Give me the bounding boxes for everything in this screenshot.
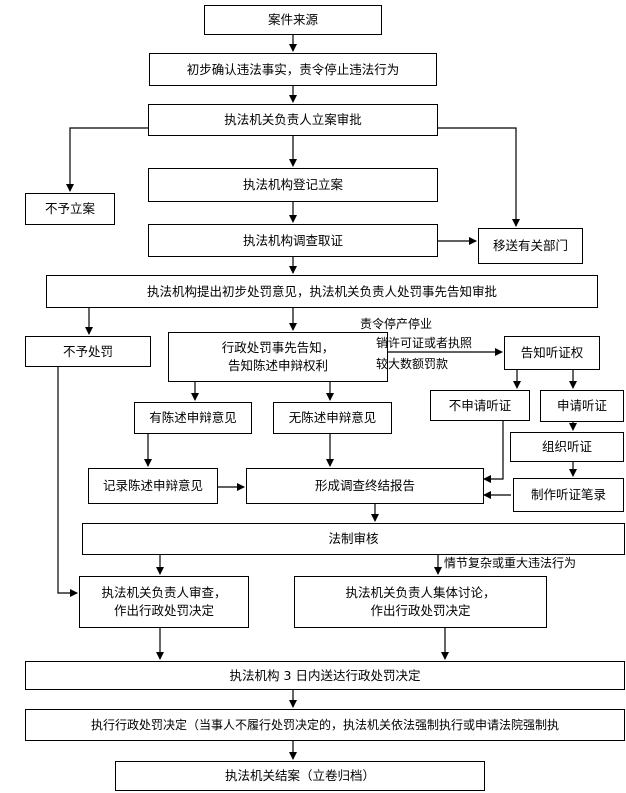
node-organize-hearing: 组织听证 bbox=[510, 432, 624, 462]
node-hearing-transcript: 制作听证笔录 bbox=[513, 478, 624, 512]
node-label: 初步确认违法事实，责令停止违法行为 bbox=[186, 61, 400, 77]
arrow-approve-to-transfer bbox=[438, 127, 520, 227]
node-no-filing: 不予立案 bbox=[25, 193, 115, 225]
node-label: 告知听证权 bbox=[520, 345, 584, 360]
node-confirm: 初步确认违法事实，责令停止违法行为 bbox=[149, 53, 437, 86]
arrow-no-penalty-to-head-review bbox=[57, 367, 78, 597]
note-complex: 情节复杂或重大违法行为 bbox=[444, 556, 577, 570]
node-no-hearing: 不申请听证 bbox=[430, 390, 530, 421]
arrow-no-hearing-to-report bbox=[483, 421, 504, 483]
node-label: 不予处罚 bbox=[62, 343, 113, 359]
node-label: 执法机构调查取证 bbox=[242, 232, 343, 248]
node-label: 无陈述申辩意见 bbox=[288, 410, 377, 425]
node-investigate: 执法机构调查取证 bbox=[148, 224, 438, 257]
node-close: 执法机关结案（立卷归档） bbox=[115, 761, 485, 791]
node-label: 不申请听证 bbox=[448, 397, 512, 413]
node-label: 制作听证笔录 bbox=[530, 487, 606, 502]
node-label: 记录陈述申辩意见 bbox=[102, 478, 203, 493]
node-label: 执法机构提出初步处罚意见，执法机关负责人处罚事先告知审批 bbox=[146, 283, 497, 299]
node-label: 案件来源 bbox=[267, 12, 318, 27]
node-label: 执法机关负责人审查， 作出行政处罚决定 bbox=[101, 585, 227, 618]
node-label: 执法机构登记立案 bbox=[242, 177, 343, 192]
node-label: 申请听证 bbox=[556, 398, 607, 413]
node-deliver: 执法机构 3 日内送达行政处罚决定 bbox=[25, 661, 625, 690]
node-label: 有陈述申辩意见 bbox=[149, 410, 237, 425]
node-transfer: 移送有关部门 bbox=[478, 228, 583, 264]
arrow-approve-to-no-filing bbox=[66, 127, 148, 192]
node-label: 法制审核 bbox=[328, 531, 379, 546]
node-label: 执法机构 3 日内送达行政处罚决定 bbox=[229, 667, 421, 683]
node-propose: 执法机构提出初步处罚意见，执法机关负责人处罚事先告知审批 bbox=[46, 275, 598, 308]
node-legal-review: 法制审核 bbox=[82, 523, 625, 555]
node-no-statement: 无陈述申辩意见 bbox=[273, 402, 392, 434]
node-label: 形成调查终结报告 bbox=[314, 478, 415, 493]
node-execute: 执行行政处罚决定（当事人不履行处罚决定的，执法机关依法强制执行或申请法院强制执 bbox=[25, 709, 625, 741]
node-apply-hearing: 申请听证 bbox=[540, 390, 624, 422]
node-label: 执法机关结案（立卷归档） bbox=[224, 768, 375, 783]
note-suspend: 责令停产停业 bbox=[360, 317, 433, 331]
node-label: 组织听证 bbox=[541, 439, 592, 454]
node-collective: 执法机关负责人集体讨论， 作出行政处罚决定 bbox=[294, 576, 547, 628]
node-head-review: 执法机关负责人审查， 作出行政处罚决定 bbox=[79, 576, 249, 628]
node-hearing-right: 告知听证权 bbox=[504, 336, 600, 370]
note-large-fine: 较大数额罚款 bbox=[376, 357, 449, 371]
node-label: 行政处罚事先告知， 告知陈述申辩权利 bbox=[221, 340, 335, 373]
node-case-source: 案件来源 bbox=[204, 5, 382, 35]
node-has-statement: 有陈述申辩意见 bbox=[134, 402, 252, 434]
node-label: 执法机关负责人集体讨论， 作出行政处罚决定 bbox=[345, 585, 496, 618]
node-label: 不予立案 bbox=[44, 201, 95, 216]
node-notify: 行政处罚事先告知， 告知陈述申辩权利 bbox=[168, 332, 388, 382]
note-revoke: 销许可证或者执照 bbox=[376, 336, 473, 350]
node-record-statement: 记录陈述申辩意见 bbox=[88, 468, 218, 504]
node-no-penalty: 不予处罚 bbox=[25, 336, 151, 367]
node-register: 执法机构登记立案 bbox=[148, 168, 438, 202]
node-label: 执行行政处罚决定（当事人不履行处罚决定的，执法机关依法强制执行或申请法院强制执 bbox=[90, 718, 559, 732]
node-label: 执法机关负责人立案审批 bbox=[224, 112, 362, 127]
node-label: 移送有关部门 bbox=[492, 238, 568, 253]
node-report: 形成调查终结报告 bbox=[246, 468, 484, 504]
node-approve: 执法机关负责人立案审批 bbox=[148, 104, 438, 136]
